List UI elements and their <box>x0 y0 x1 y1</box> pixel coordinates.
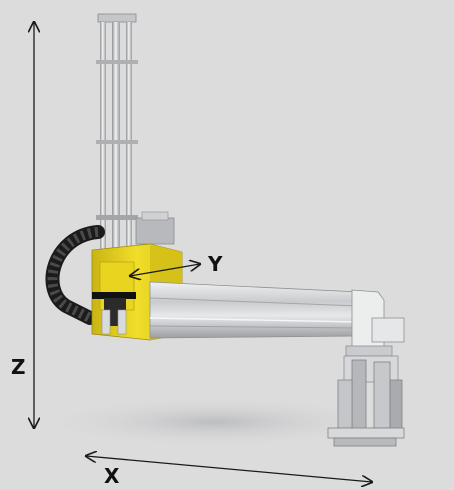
end-effector <box>327 355 405 447</box>
z-column <box>96 13 138 290</box>
z-axis-label: Z <box>11 355 26 379</box>
x-axis-arrow <box>86 456 372 482</box>
z-rod-center <box>112 22 120 290</box>
gripper-bar <box>92 292 136 299</box>
cable-chain-links <box>47 227 99 323</box>
y-axis-label: Y <box>208 252 223 276</box>
carriage-rear <box>135 211 175 245</box>
y-axis-arrow <box>130 264 200 276</box>
carriage-gripper <box>92 292 136 335</box>
z-rod-right <box>126 22 132 284</box>
x-beam <box>149 281 361 339</box>
z-rod-left <box>100 22 106 290</box>
x-axis-label: X <box>104 464 120 488</box>
cable-chain <box>45 225 105 325</box>
floor-shadow <box>35 396 395 448</box>
beam-end-block <box>345 289 405 357</box>
